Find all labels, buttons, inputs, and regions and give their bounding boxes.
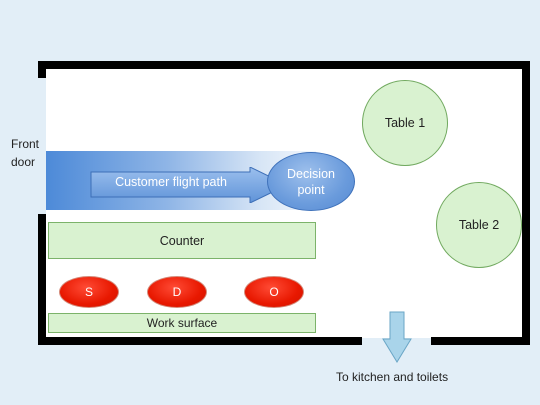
wall-top	[38, 61, 530, 69]
table-2-label: Table 2	[458, 218, 500, 232]
flight-path-arrow	[90, 167, 288, 203]
front-door-label-line-1: Front	[11, 137, 40, 151]
work-surface: Work surface	[48, 313, 316, 333]
front-door-label: Front door	[11, 135, 39, 171]
decision-point-line-2: point	[297, 182, 325, 197]
wall-bottom-right	[431, 337, 530, 345]
work-surface-label: Work surface	[146, 316, 218, 330]
wall-left-lower	[38, 214, 46, 345]
table-1: Table 1	[362, 80, 448, 166]
staff-marker-s: S	[59, 276, 119, 308]
staff-marker-s-label: S	[84, 285, 93, 299]
exit-arrow	[382, 311, 412, 363]
table-1-label: Table 1	[384, 116, 426, 130]
staff-marker-d-label: D	[172, 285, 182, 299]
exit-label: To kitchen and toilets	[336, 370, 449, 384]
decision-point-line-1: Decision	[287, 166, 335, 181]
staff-marker-o: O	[244, 276, 304, 308]
front-door-label-line-2: door	[11, 155, 36, 169]
counter-label: Counter	[159, 233, 205, 248]
wall-left-upper	[38, 61, 46, 78]
wall-bottom-left	[38, 337, 362, 345]
counter: Counter	[48, 222, 316, 259]
wall-right	[522, 61, 530, 345]
staff-marker-d: D	[147, 276, 207, 308]
flight-path-label: Customer flight path	[115, 175, 227, 189]
staff-marker-o-label: O	[269, 285, 279, 299]
table-2: Table 2	[436, 182, 522, 268]
decision-point: Decision point	[267, 152, 355, 211]
